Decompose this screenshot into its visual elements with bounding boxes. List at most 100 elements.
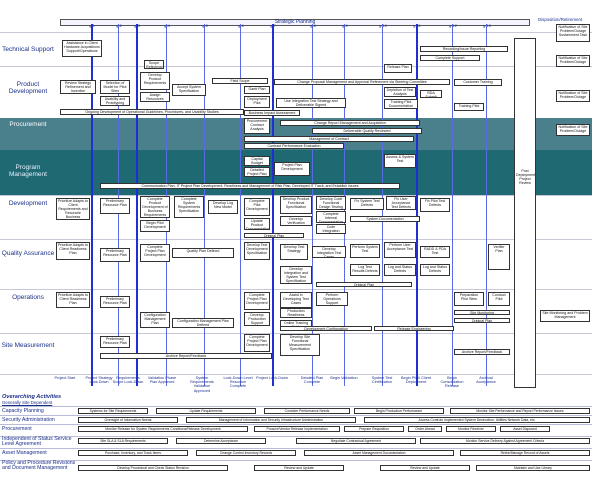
lane-label-quality-assurance: Quality Assurance	[1, 249, 55, 257]
sm-archive-1: Archive Report/Feedback	[100, 353, 272, 359]
oa-row-asset: Asset Management Purchase, Inventory, an…	[0, 448, 592, 458]
oa-label-policy: Policy and Procedure Revisions and Docum…	[2, 460, 76, 471]
ops-config-defined: Configuration Management Plan Defined	[172, 318, 234, 328]
qa-project-plan: Complete Project Plan Development	[140, 244, 170, 262]
tech-support-scope: Scope Refinement	[144, 60, 164, 69]
dev-update-docs: Update Product Documentation	[244, 218, 270, 230]
pd-gantt-plan: Gantt Plan	[244, 86, 270, 94]
oa-bar-proc-6: Asset Disposed	[500, 426, 550, 432]
pd-customer-training: Customer Training	[454, 79, 502, 86]
oa-row-security: Security Administration Oversight of Inf…	[0, 415, 592, 425]
gate-line-13	[486, 24, 487, 386]
ops-original-plan: Original Plan	[454, 318, 510, 323]
ops-site-monitoring: Site Monitoring	[454, 310, 510, 315]
pd-training-pilot: Training Pilot	[454, 103, 484, 111]
gate-line-6	[240, 24, 241, 386]
proc-management-contract: Management of Contract	[244, 136, 414, 142]
ops-dev-config: Development Configuration	[280, 326, 372, 331]
pm-communication-plan: Communication Plan, IT Project Plan Deve…	[100, 183, 400, 189]
qa-log-status-2: Log and Status Defects	[420, 264, 450, 276]
oa-row-sla: Independent of Status Service Level Agre…	[0, 436, 592, 447]
dev-resource-plan: Preliminary Resource Plan	[100, 198, 130, 214]
dev-complete-product: Complete Product Development of Business…	[140, 196, 170, 218]
milestone-begin-validation: Begin Validation	[330, 376, 358, 380]
oa-bar-sla-3: Negotiate Contractual Agreement	[296, 438, 416, 444]
oa-bar-sla-4: Monitor Service Delivery Against Agreeme…	[420, 438, 590, 444]
qa-log-results: Log Test Results Defects	[350, 264, 380, 276]
qa-prioritize: Prioritize Adapts to Client Readiness Pl…	[56, 242, 90, 260]
proc-contract-analysis: Procurement Contract Analysis	[244, 118, 270, 134]
milestone-scope-lock: Requirements Scope Lock-Down	[112, 376, 144, 385]
gate-label-5: g-5	[202, 23, 208, 28]
gate-line-7	[272, 24, 274, 386]
oa-bar-capacity-5: Monitor Site Performance and Report Perf…	[450, 408, 590, 414]
gate-line-5	[204, 24, 205, 386]
overarching-title: Overarching Activities	[2, 394, 62, 400]
oa-bar-proc-3: Prepare Requisition	[344, 426, 404, 432]
qa-integration-spec: Develop Integration and System Test Spec…	[280, 266, 312, 284]
sm-functional-spec: Develop Site Functional Measurement Spec…	[280, 334, 320, 356]
milestone-resource-complete: Lock-Down Level Resource Complete	[223, 376, 253, 389]
ops-problem-mgmt: Site Monitoring and Problem Management	[540, 310, 590, 322]
sm-resource-plan: Preliminary Resource Plan	[100, 336, 130, 348]
dev-code-integration: Code Integration Testing	[316, 224, 346, 234]
dev-code-design: Develop Code Functional Design Testing S…	[316, 196, 346, 210]
ops-release-eng: Release Engineering	[374, 326, 454, 331]
milestone-consolidation: Begin Consolidation Release	[440, 376, 464, 389]
qa-test-dev-spec: Develop Test Development Specification	[244, 242, 270, 260]
milestone-project-lock: Project Lock-Down	[256, 376, 288, 380]
oa-row-procurement: Procurement Monitor Release for System R…	[0, 424, 592, 434]
proc-deliverable-quality: Deliverable Quality Reviewed	[312, 128, 422, 134]
oa-label-security: Security Administration	[2, 417, 55, 423]
ops-operations-support: Perform Operations Support	[316, 292, 348, 306]
lane-label-procurement: Procurement	[9, 120, 47, 128]
pd-selection-model: Selection of Model for Pilot Sites	[100, 80, 130, 94]
dev-system-req: Complete System Requirements Specificati…	[174, 196, 204, 218]
gate-label-10: g-10	[378, 23, 387, 28]
pd-change-proposal: Change Proposal Management and Approval …	[274, 79, 450, 85]
oa-bar-asset-2: Change Control Inventory Records	[196, 450, 296, 456]
gate-line-12	[452, 24, 453, 386]
oa-bar-capacity-4: Begin Production Performance	[354, 408, 444, 414]
dev-prioritize: Prioritize Adapts to Client Requirements…	[56, 198, 90, 220]
qa-resource-plan: Preliminary Resource Plan	[100, 248, 130, 262]
oa-bar-policy-4: Maintain and Use Library	[476, 465, 590, 471]
qa-verifier-plan: Verifier Plan	[488, 244, 510, 270]
dev-begin-pilot: Begin Pilot Development	[140, 220, 170, 232]
qa-test-strategy: Develop Test Strategy	[280, 244, 308, 260]
gate-line-1	[91, 24, 93, 386]
pd-review-strategy: Review Strategy Refinement and Incentive	[60, 80, 96, 94]
gate-label-9: g-9	[342, 23, 348, 28]
dev-original-plan: Original Plan	[244, 233, 304, 238]
qa-log-status-1: Log and Status Defects	[384, 264, 416, 276]
gate-label-4: g-4	[164, 23, 170, 28]
ops-resource-plan: Preliminary Resource Plan	[100, 296, 130, 308]
pm-detailed-plan: Detailed Project Plan Approved	[244, 167, 270, 177]
ops-readiness-review: Production Readiness Review	[280, 308, 312, 318]
strategic-planning-arrow: Strategic Planning	[60, 19, 530, 26]
dev-system-docs: System Documentation	[350, 216, 420, 222]
oa-bar-security-1: Oversight of Information Needs	[78, 417, 178, 423]
pm-capital-budget: Capital Budget Approval	[244, 156, 270, 166]
qa-user-acceptance: Perform User Acceptance Test	[384, 242, 416, 258]
pd-usability: Usability and Prototyping	[100, 96, 130, 106]
ops-project-plan: Complete Project Plan Development	[244, 292, 270, 310]
pd-training-pilot-doc: Training Pilot Documentation Test	[384, 99, 418, 109]
lane-label-site-measurement: Site Measurement	[1, 341, 55, 349]
dev-fix-system-test: Fix System Test Defects	[350, 198, 384, 210]
pm-plan-development: Project Plan Development	[274, 162, 310, 176]
oa-row-policy: Policy and Procedure Revisions and Docum…	[0, 460, 592, 479]
oa-label-procurement: Procurement	[2, 426, 32, 432]
ops-conduct-pilot: Conduct Pilot	[488, 292, 510, 306]
milestone-validation-plan: Validation Phase Plan Approved	[147, 376, 177, 385]
lane-label-program-management: Program Management	[9, 164, 47, 178]
sm-project-plan: Complete Project Plan Development	[244, 334, 270, 352]
milestone-system-req: System Requirements Validation Approved	[190, 376, 214, 393]
gate-label-13: g-13	[482, 23, 491, 28]
oa-bar-proc-2: Procure/Vendor Release Implementation	[254, 426, 340, 432]
gate-label-1: g-1	[89, 23, 95, 28]
pd-field-scope: Field Scope	[212, 78, 268, 84]
lane-label-development: Development	[8, 199, 48, 207]
pd-integration-strategy: Use Integration Test Strategy and Delive…	[276, 98, 346, 108]
